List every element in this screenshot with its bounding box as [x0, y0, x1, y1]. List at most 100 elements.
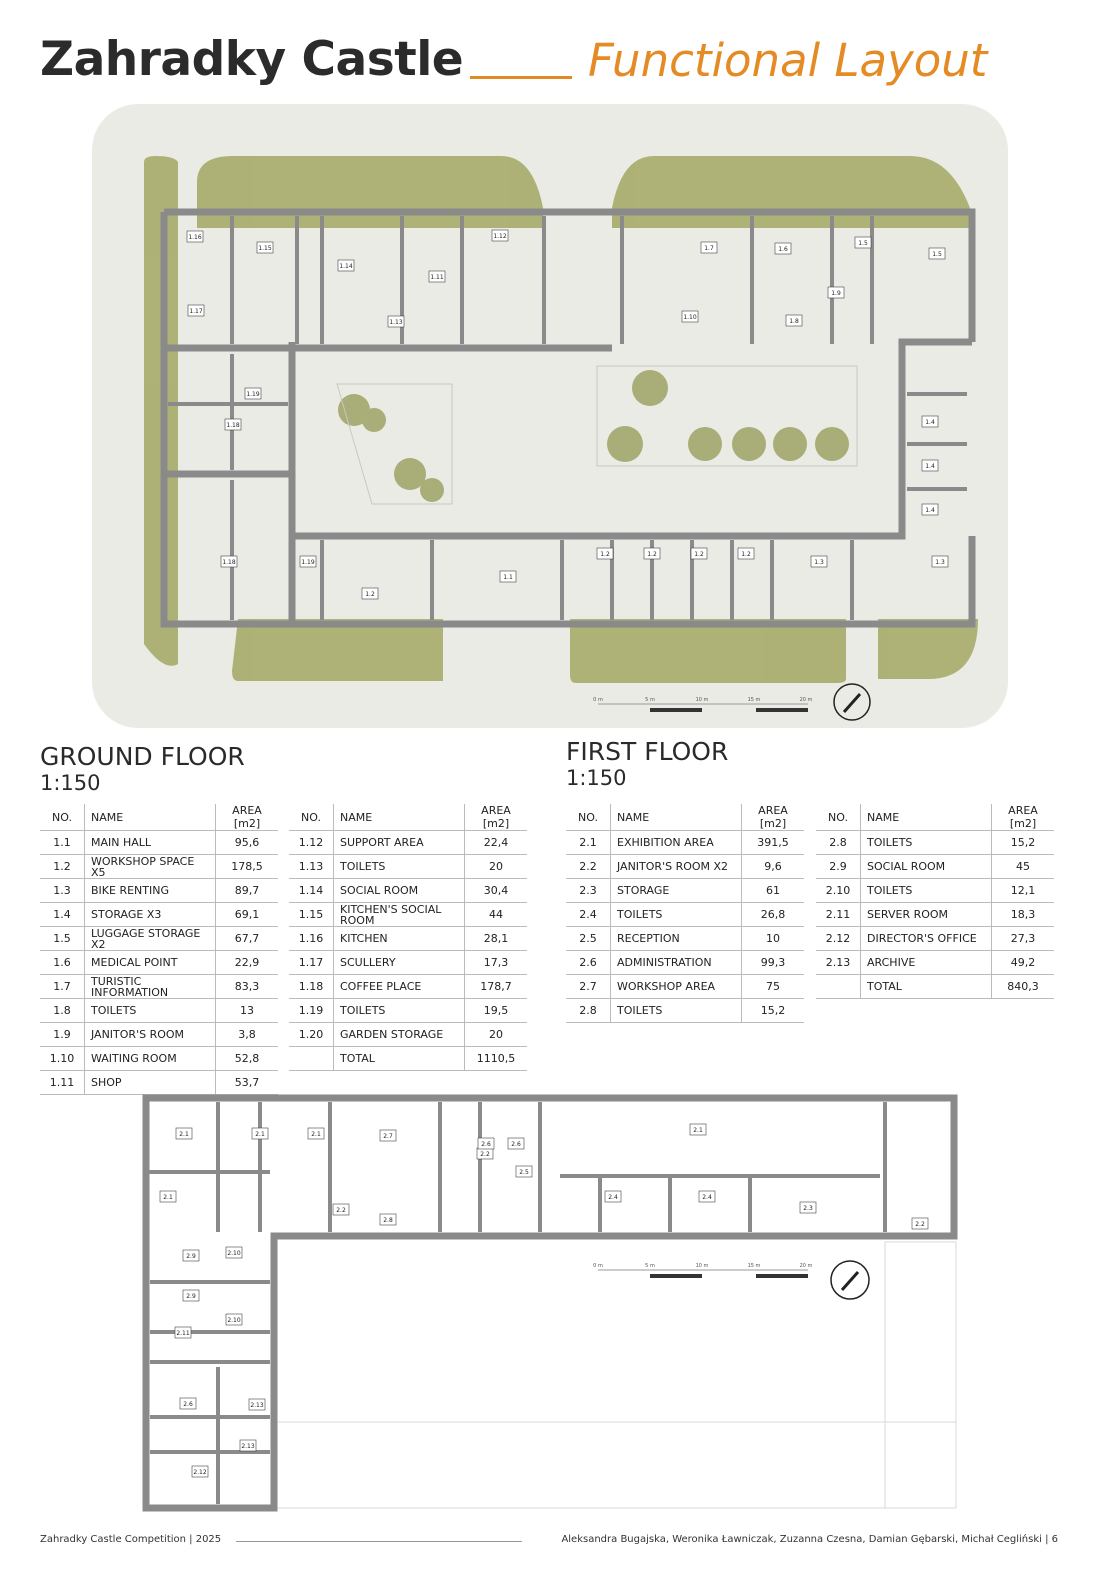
- cell-name: TOTAL: [860, 974, 992, 999]
- room-tag: 2.12: [191, 1465, 209, 1478]
- col-name: NAME: [333, 804, 465, 831]
- svg-text:1.2: 1.2: [741, 551, 751, 558]
- svg-text:1.2: 1.2: [600, 551, 610, 558]
- svg-text:2.9: 2.9: [186, 1293, 196, 1300]
- cell-name: COFFEE PLACE: [333, 974, 465, 999]
- north-arrow-icon: [833, 683, 871, 721]
- cell-no: 1.1: [40, 830, 85, 855]
- room-tag: 2.9: [182, 1249, 200, 1262]
- svg-text:2.2: 2.2: [336, 1207, 346, 1214]
- svg-text:1.13: 1.13: [389, 319, 403, 326]
- cell-name: SUPPORT AREA: [333, 830, 465, 855]
- cell-area: 49,2: [991, 950, 1054, 975]
- interior-walls: [146, 1102, 887, 1504]
- cell-area: 83,3: [215, 974, 278, 999]
- svg-text:2.8: 2.8: [383, 1217, 393, 1224]
- cell-name: JANITOR'S ROOM: [84, 1022, 216, 1047]
- svg-text:2.11: 2.11: [176, 1330, 190, 1337]
- cell-name: TOILETS: [610, 998, 742, 1023]
- svg-text:1.4: 1.4: [925, 463, 935, 470]
- col-area: AREA [m2]: [464, 804, 527, 831]
- svg-text:1.19: 1.19: [246, 391, 260, 398]
- cell-no: 1.17: [289, 950, 334, 975]
- room-tag: 1.19: [299, 555, 317, 568]
- svg-text:1.18: 1.18: [226, 422, 240, 429]
- col-no: NO.: [40, 804, 85, 831]
- col-no: NO.: [816, 804, 861, 831]
- cell-no: 1.5: [40, 926, 85, 951]
- cell-name: SOCIAL ROOM: [860, 854, 992, 879]
- room-tag: 2.13: [248, 1398, 266, 1411]
- cell-no: 1.10: [40, 1046, 85, 1071]
- cell-area: 391,5: [741, 830, 804, 855]
- room-tag: 2.8: [379, 1213, 397, 1226]
- cell-no: 1.18: [289, 974, 334, 999]
- cell-no: 1.12: [289, 830, 334, 855]
- room-tag: 1.18: [224, 418, 242, 431]
- cell-name: SERVER ROOM: [860, 902, 992, 927]
- ground-floor-scale: 1:150: [40, 771, 101, 795]
- cell-no: 2.8: [566, 998, 611, 1023]
- room-tag: 1.19: [244, 387, 262, 400]
- cell-no: 2.7: [566, 974, 611, 999]
- cell-no: 1.16: [289, 926, 334, 951]
- cell-name: WORKSHOP SPACE x5: [84, 854, 216, 879]
- room-tag: 2.1: [307, 1127, 325, 1140]
- room-tag: 1.16: [186, 230, 204, 243]
- room-tag: 2.6: [507, 1137, 525, 1150]
- cell-no: 1.2: [40, 854, 85, 879]
- svg-text:2.3: 2.3: [803, 1205, 813, 1212]
- svg-text:1.16: 1.16: [188, 234, 202, 241]
- cell-name: STORAGE: [610, 878, 742, 903]
- cell-no: [816, 974, 861, 999]
- scale-segment: [650, 708, 702, 712]
- svg-text:1.4: 1.4: [925, 419, 935, 426]
- svg-text:2.6: 2.6: [183, 1401, 193, 1408]
- col-area: AREA [m2]: [215, 804, 278, 831]
- scale-label: 5 m: [645, 1263, 655, 1269]
- room-tag: 1.2: [361, 587, 379, 600]
- col-name: NAME: [84, 804, 216, 831]
- cell-no: 1.14: [289, 878, 334, 903]
- room-tag: 1.1: [499, 570, 517, 583]
- room-tag: 1.14: [337, 259, 355, 272]
- svg-text:2.12: 2.12: [193, 1469, 207, 1476]
- cell-name: TOILETS: [860, 830, 992, 855]
- cell-no: 1.3: [40, 878, 85, 903]
- ground-floor-heading: GROUND FLOOR: [40, 742, 245, 771]
- room-tag: 1.7: [700, 241, 718, 254]
- cell-area: 19,5: [464, 998, 527, 1023]
- cell-name: TOILETS: [333, 854, 465, 879]
- room-tag: 2.7: [379, 1129, 397, 1142]
- cell-name: SCULLERY: [333, 950, 465, 975]
- roof-hatching: [273, 1241, 957, 1509]
- cell-area: 20: [464, 1022, 527, 1047]
- svg-text:2.10: 2.10: [227, 1317, 241, 1324]
- cell-area: 20: [464, 854, 527, 879]
- cell-name: TOTAL: [333, 1046, 465, 1071]
- title-divider: [470, 76, 572, 79]
- svg-text:1.2: 1.2: [694, 551, 704, 558]
- cell-area: 3,8: [215, 1022, 278, 1047]
- room-tag: 2.11: [174, 1326, 192, 1339]
- cell-area: 28,1: [464, 926, 527, 951]
- svg-text:2.4: 2.4: [702, 1194, 712, 1201]
